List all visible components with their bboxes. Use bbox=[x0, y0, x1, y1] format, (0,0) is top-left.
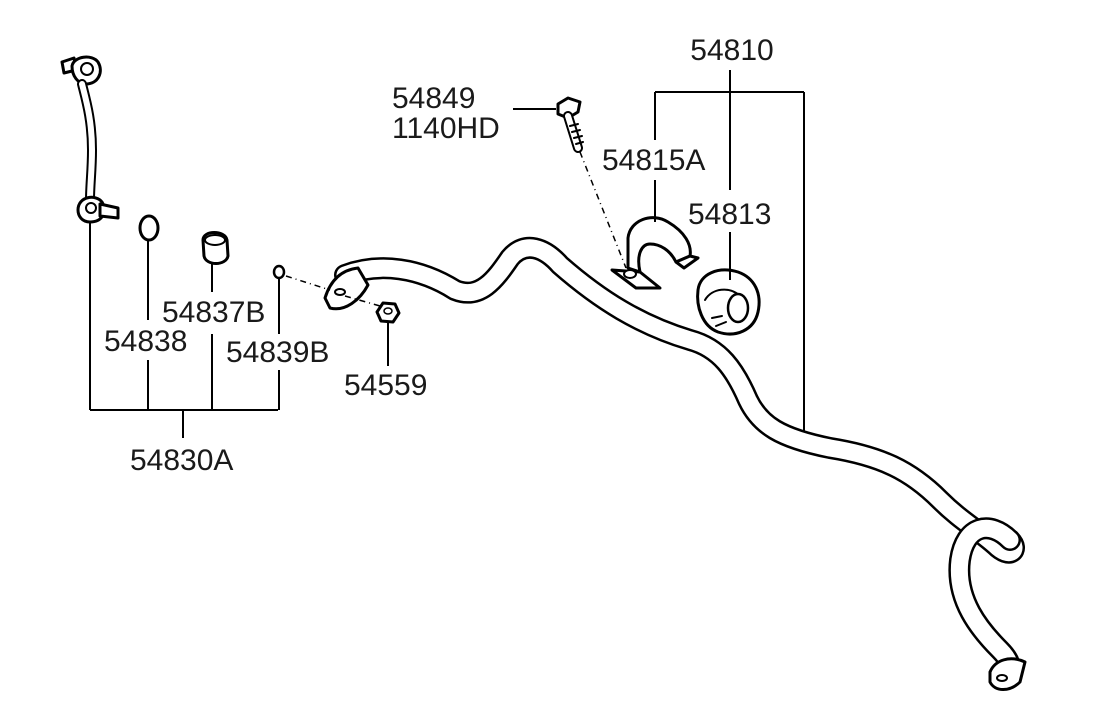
bolt-part bbox=[556, 96, 627, 269]
label-54839b: 54839B bbox=[226, 336, 329, 369]
nut-part bbox=[344, 295, 401, 324]
label-54830a: 54830A bbox=[130, 444, 233, 477]
bushing-part bbox=[696, 268, 761, 336]
ring-part bbox=[138, 214, 160, 242]
label-54837b: 54837B bbox=[162, 296, 265, 329]
leader-lines bbox=[89, 70, 805, 438]
label-54813: 54813 bbox=[688, 198, 771, 231]
bracket-part bbox=[610, 216, 700, 290]
label-54810: 54810 bbox=[690, 34, 773, 67]
stabilizer-bar bbox=[323, 236, 1027, 691]
label-54815a: 54815A bbox=[602, 144, 705, 177]
retainer-ring-part bbox=[272, 264, 286, 280]
label-54849: 54849 bbox=[392, 82, 475, 115]
label-54838: 54838 bbox=[104, 325, 187, 358]
label-1140hd: 1140HD bbox=[392, 112, 500, 145]
dust-cover-part bbox=[201, 231, 230, 265]
stabilizer-link bbox=[60, 55, 120, 224]
label-54559: 54559 bbox=[344, 369, 427, 402]
part-labels: 54810 54849 1140HD 54815A 54813 54837B 5… bbox=[104, 34, 774, 477]
